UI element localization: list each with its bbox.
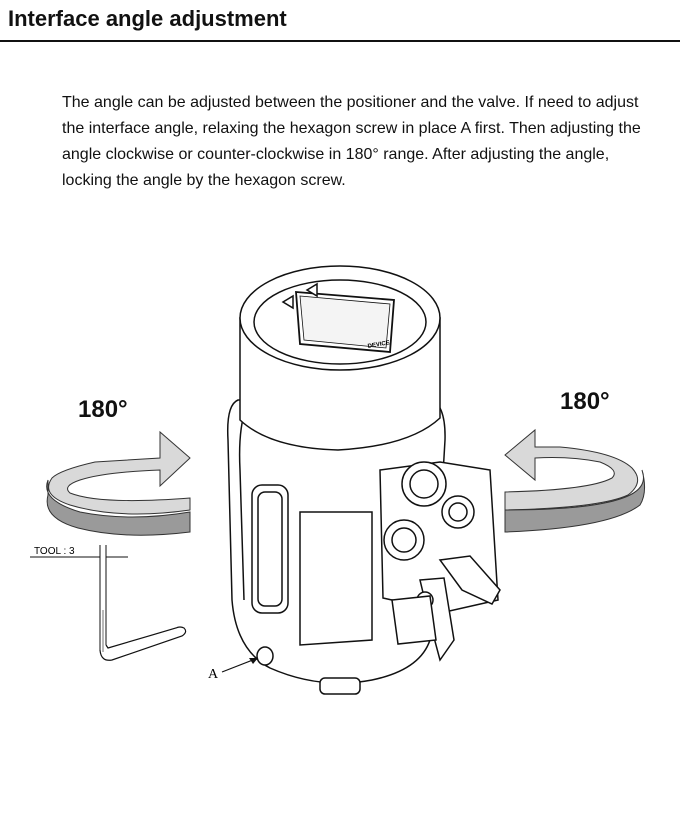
title-underline — [0, 40, 680, 42]
tool-label: TOOL : 3 — [34, 546, 75, 557]
right-angle-label: 180° — [560, 388, 610, 415]
right-rotation-arrow — [504, 428, 646, 533]
left-rotation-arrow — [46, 430, 191, 536]
hex-key-tool — [30, 545, 187, 661]
instruction-paragraph: The angle can be adjusted between the po… — [62, 94, 641, 189]
point-a-label: A — [208, 667, 219, 682]
brand-mark: DEVICE — [367, 340, 390, 350]
positioner-body — [226, 265, 501, 695]
page-title: Interface angle adjustment — [8, 6, 287, 31]
point-a-arrowhead — [249, 658, 258, 664]
left-angle-label: 180° — [78, 396, 128, 423]
positioner-illustration: DEVICE TOOL : 3 A — [30, 265, 646, 695]
